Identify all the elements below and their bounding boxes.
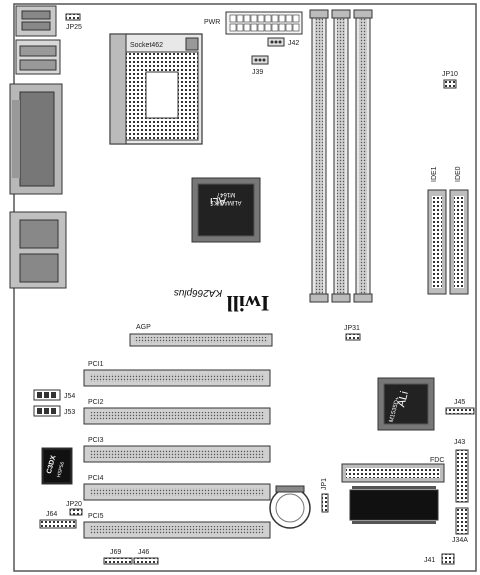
header-j69: J69 bbox=[103, 549, 133, 565]
audio-chip-model: HSP56 bbox=[56, 461, 66, 478]
header-j64: J64 bbox=[39, 511, 77, 529]
ide1-label: IDE1 bbox=[431, 166, 438, 182]
header-j41: J41 bbox=[424, 553, 455, 565]
northbridge-brand: ALi bbox=[210, 195, 226, 207]
pci-slot-4: PCI4 bbox=[83, 475, 271, 501]
jumper-jp1-label: JP1 bbox=[321, 478, 328, 490]
pci-slot-1: PCI1 bbox=[83, 361, 271, 387]
header-j34a: J34A bbox=[452, 507, 469, 544]
header-j64-label: J64 bbox=[46, 511, 57, 518]
jumper-j39-label: J39 bbox=[252, 69, 263, 76]
northbridge-model: ALiMAGiK1 bbox=[210, 199, 242, 205]
header-j53-label: J53 bbox=[64, 409, 75, 416]
southbridge-chip: ALi M1535D+ bbox=[377, 377, 435, 431]
header-j45-label: J45 bbox=[454, 399, 465, 406]
jumper-j42-label: J42 bbox=[288, 40, 299, 47]
ide1-connector: IDE1 bbox=[427, 166, 447, 295]
jumper-j39: J39 bbox=[251, 55, 269, 76]
pci-slot-1-label: PCI1 bbox=[88, 361, 104, 368]
jumper-j42: J42 bbox=[267, 37, 299, 47]
northbridge-chip: ALi ALiMAGiK1 M1647 bbox=[191, 177, 261, 243]
jumper-jp10: JP10 bbox=[442, 71, 458, 89]
socket-label: Socket462 bbox=[130, 42, 163, 49]
dimm-slot-1 bbox=[309, 9, 329, 303]
pci-slot-3-label: PCI3 bbox=[88, 437, 104, 444]
pci-slot-5-label: PCI5 bbox=[88, 513, 104, 520]
header-j43: J43 bbox=[454, 439, 469, 503]
jumper-jp31-label: JP31 bbox=[344, 325, 360, 332]
pci-slot-5: PCI5 bbox=[83, 513, 271, 539]
header-j54: J54 bbox=[33, 389, 75, 401]
jumper-jp31: JP31 bbox=[344, 325, 361, 341]
cpu-socket: Socket462 bbox=[109, 33, 203, 145]
brand-logo: Iwill KA266plus bbox=[174, 287, 270, 316]
agp-label: AGP bbox=[136, 324, 151, 331]
logo-model: KA266plus bbox=[174, 287, 222, 298]
jumper-jp10-label: JP10 bbox=[442, 71, 458, 78]
header-j43-label: J43 bbox=[454, 439, 465, 446]
header-j34a-label: J34A bbox=[452, 537, 468, 544]
audio-chip: C3DX HSP56 bbox=[41, 447, 73, 485]
io-serial-ports bbox=[9, 211, 67, 289]
atx-power-connector: PWR bbox=[204, 11, 303, 35]
io-parallel-port bbox=[9, 83, 63, 195]
agp-slot: AGP bbox=[129, 324, 273, 347]
cmos-battery bbox=[269, 485, 311, 529]
pci-slot-4-label: PCI4 bbox=[88, 475, 104, 482]
jumper-jp1: JP1 bbox=[321, 478, 329, 513]
header-j45: J45 bbox=[445, 399, 475, 415]
fdc-connector: FDC bbox=[341, 457, 445, 483]
ide0-connector: IDE0 bbox=[449, 166, 469, 295]
ide0-label: IDE0 bbox=[455, 166, 462, 182]
io-ps2-ports bbox=[15, 39, 61, 75]
header-j46-label: J46 bbox=[138, 549, 149, 556]
bios-chip bbox=[349, 486, 439, 524]
header-j53: J53 bbox=[33, 405, 75, 417]
jumper-jp25-label: JP25 bbox=[66, 24, 82, 31]
dimm-slot-2 bbox=[331, 9, 351, 303]
pci-slot-3: PCI3 bbox=[83, 437, 271, 463]
header-j69-label: J69 bbox=[110, 549, 121, 556]
northbridge-part: M1647 bbox=[216, 191, 235, 197]
io-usb-ports bbox=[15, 5, 57, 37]
header-j54-label: J54 bbox=[64, 393, 75, 400]
pci-slot-2: PCI2 bbox=[83, 399, 271, 425]
jumper-jp20: JP20 bbox=[66, 501, 83, 516]
jumper-jp25: JP25 bbox=[65, 13, 82, 31]
audio-chip-brand: C3DX bbox=[46, 454, 58, 474]
fdc-label: FDC bbox=[430, 457, 444, 464]
jumper-jp20-label: JP20 bbox=[66, 501, 82, 508]
header-j46: J46 bbox=[133, 549, 159, 565]
logo-brand: Iwill bbox=[227, 291, 270, 316]
dimm-slot-3 bbox=[353, 9, 373, 303]
southbridge-brand: ALi bbox=[395, 390, 411, 408]
pci-slot-2-label: PCI2 bbox=[88, 399, 104, 406]
header-j41-label: J41 bbox=[424, 557, 435, 564]
pwr-label: PWR bbox=[204, 19, 220, 26]
